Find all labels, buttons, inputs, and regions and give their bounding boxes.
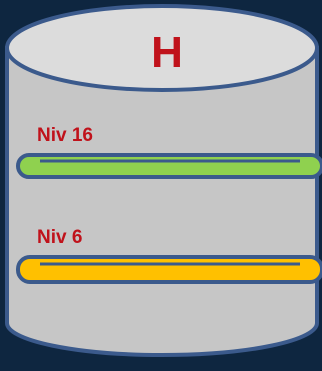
cylinder-top xyxy=(5,4,319,92)
cylinder-top-label: H xyxy=(151,28,183,77)
level-band-niv-16 xyxy=(16,153,322,179)
level-label-niv-6: Niv 6 xyxy=(37,227,82,248)
cylinder-body xyxy=(5,46,319,357)
level-band-niv-6 xyxy=(16,255,322,284)
level-label-niv-16: Niv 16 xyxy=(37,125,93,146)
